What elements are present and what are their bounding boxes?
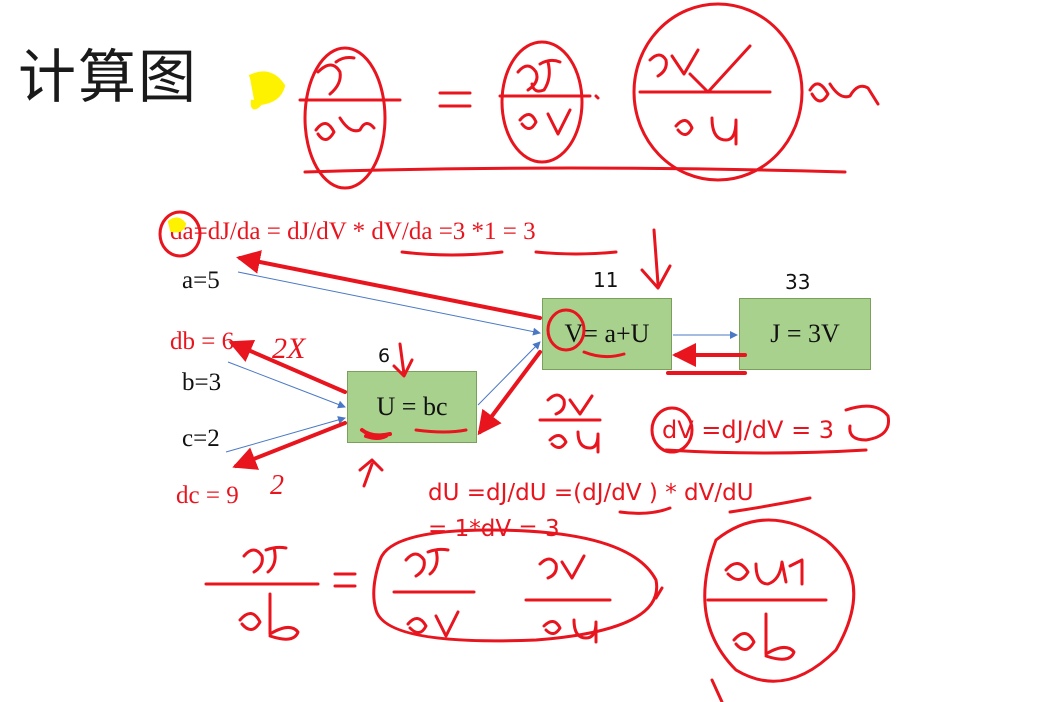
underline-du-a xyxy=(618,506,672,515)
top-eq-circle-1 xyxy=(303,46,387,190)
handwritten-ink xyxy=(158,2,891,702)
bottom-eq-num-2 xyxy=(404,547,450,578)
derivative-du-line1: dU =dJ/dU =(dJ/dV ) * dV/dU xyxy=(428,480,754,506)
node-j-label: J = 3V xyxy=(770,319,840,348)
back-v-a xyxy=(236,250,542,320)
scribble-u xyxy=(360,428,392,440)
backward-arrows xyxy=(228,250,747,470)
top-eq-dot xyxy=(594,94,600,100)
bottom-eq-num-4 xyxy=(724,558,804,586)
node-j-value: 33 xyxy=(785,270,811,294)
page-title: 计算图 xyxy=(18,43,199,111)
back-v-u xyxy=(477,350,542,436)
partial-dv-du-den xyxy=(548,430,600,454)
derivative-da: da=dJ/da = dJ/dV * dV/da =3 *1 = 3 xyxy=(170,218,536,245)
top-eq-circle-3 xyxy=(632,2,804,182)
bottom-eq-den-4 xyxy=(732,612,796,661)
underline-eq3 xyxy=(534,250,618,256)
highlight-mark-top xyxy=(248,71,286,110)
node-v: V= a+U xyxy=(542,298,672,370)
handwritten-2: 2 xyxy=(270,470,284,501)
underline-dj-dv xyxy=(400,250,504,257)
underline-bc xyxy=(414,428,468,434)
bottom-eq-num-3 xyxy=(538,554,586,580)
top-eq-den-3 xyxy=(674,116,738,146)
circle-three xyxy=(844,404,891,442)
top-eq-num-3 xyxy=(648,48,700,78)
input-b: b=3 xyxy=(182,369,222,396)
node-v-value: 11 xyxy=(593,268,619,292)
top-eq-den-1 xyxy=(314,116,376,141)
bottom-eq-den-1 xyxy=(238,592,300,641)
top-eq-circle-2 xyxy=(500,40,584,164)
arrow-down-v xyxy=(640,228,672,290)
forward-edges xyxy=(225,271,738,453)
derivative-db: db = 6 xyxy=(170,328,235,355)
top-eq-num-1 xyxy=(316,56,356,96)
underline-a-plus-u xyxy=(582,350,626,359)
arrow-up-c xyxy=(358,458,384,488)
bottom-eq-num-1 xyxy=(242,545,288,574)
top-eq-check xyxy=(688,44,752,94)
bottom-eq-comma xyxy=(654,586,664,600)
edge-u-v xyxy=(477,341,541,406)
top-eq-den-2 xyxy=(518,108,572,136)
bottom-eq-circle-4 xyxy=(703,518,856,683)
node-j: J = 3V xyxy=(739,298,871,370)
arrow-down-u xyxy=(392,342,414,378)
input-a: a=5 xyxy=(182,267,220,294)
back-u-c xyxy=(232,421,347,470)
top-eq-tail xyxy=(808,82,880,106)
circle-da xyxy=(158,210,202,258)
bottom-eq-den-3 xyxy=(542,618,598,644)
underline-dv-eq xyxy=(664,448,868,455)
edge-c-u xyxy=(225,416,346,453)
circle-v-label xyxy=(546,308,586,352)
bottom-eq-circle-pair xyxy=(372,528,659,643)
highlight-mark-da xyxy=(167,217,187,233)
bottom-eq-tail xyxy=(710,678,724,702)
underline-du-b xyxy=(728,496,812,514)
edge-a-v xyxy=(237,271,541,336)
node-u-value: 6 xyxy=(378,345,391,367)
edge-b-u xyxy=(227,361,346,409)
top-eq-num-2 xyxy=(516,58,562,93)
input-c: c=2 xyxy=(182,425,220,452)
back-u-b xyxy=(228,339,347,394)
partial-dv-du-num xyxy=(546,393,594,416)
node-u-label: U = bc xyxy=(376,392,448,421)
top-eq-underline xyxy=(303,166,847,174)
handwritten-2x: 2X xyxy=(272,332,306,365)
bottom-eq-den-2 xyxy=(406,610,460,638)
circle-dv xyxy=(650,406,694,454)
derivative-dc: dc = 9 xyxy=(176,482,239,509)
